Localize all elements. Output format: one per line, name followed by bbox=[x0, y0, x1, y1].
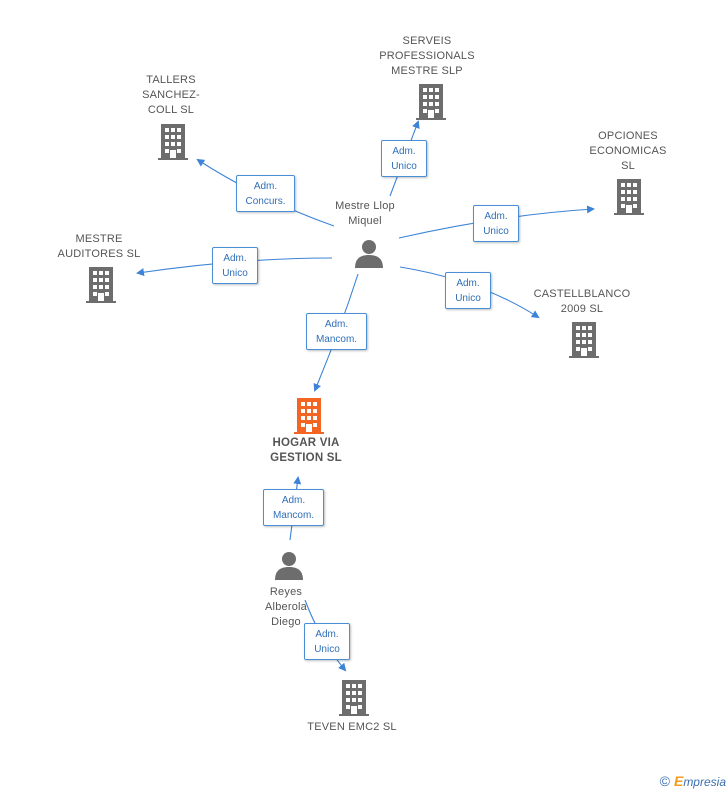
role-box-serveis: Adm. Unico bbox=[381, 140, 427, 177]
company-label-teven[interactable]: TEVEN EMC2 SL bbox=[307, 721, 397, 733]
person-label-mestre-llop[interactable]: Mestre Llop Miquel bbox=[335, 200, 395, 227]
company-label-serveis[interactable]: SERVEIS PROFESSIONALS MESTRE SLP bbox=[379, 35, 475, 77]
building-icon[interactable] bbox=[569, 322, 599, 358]
main-company-label[interactable]: HOGAR VIA GESTION SL bbox=[270, 437, 342, 464]
brand-logo-text: mpresia bbox=[683, 775, 726, 789]
building-icon[interactable] bbox=[86, 267, 116, 303]
role-box-mestre-auditores: Adm. Unico bbox=[212, 247, 258, 284]
main-company-building-icon[interactable] bbox=[294, 398, 324, 434]
building-icon[interactable] bbox=[158, 124, 188, 160]
role-box-hogar-from-reyes: Adm. Mancom. bbox=[263, 489, 324, 526]
company-label-castellblanco[interactable]: CASTELLBLANCO 2009 SL bbox=[533, 288, 631, 315]
building-icon[interactable] bbox=[614, 179, 644, 215]
company-label-opciones[interactable]: OPCIONES ECONOMICAS SL bbox=[589, 130, 667, 172]
brand-logo-letter: E bbox=[673, 773, 684, 789]
role-box-tallers: Adm. Concurs. bbox=[236, 175, 295, 212]
role-box-castellblanco: Adm. Unico bbox=[445, 272, 491, 309]
role-box-hogar-from-mestre: Adm. Mancom. bbox=[306, 313, 367, 350]
building-icon[interactable] bbox=[416, 84, 446, 120]
person-icon[interactable] bbox=[354, 238, 384, 268]
role-box-opciones: Adm. Unico bbox=[473, 205, 519, 242]
building-icon[interactable] bbox=[339, 680, 369, 716]
brand-footer[interactable]: ©Empresia bbox=[660, 773, 726, 789]
company-label-tallers[interactable]: TALLERS SANCHEZ- COLL SL bbox=[142, 74, 200, 116]
person-icon[interactable] bbox=[274, 550, 304, 580]
copyright-symbol: © bbox=[659, 773, 670, 789]
company-label-mestre-auditores[interactable]: MESTRE AUDITORES SL bbox=[57, 233, 141, 260]
role-box-teven: Adm. Unico bbox=[304, 623, 350, 660]
person-label-reyes[interactable]: Reyes Alberola Diego bbox=[265, 586, 307, 628]
